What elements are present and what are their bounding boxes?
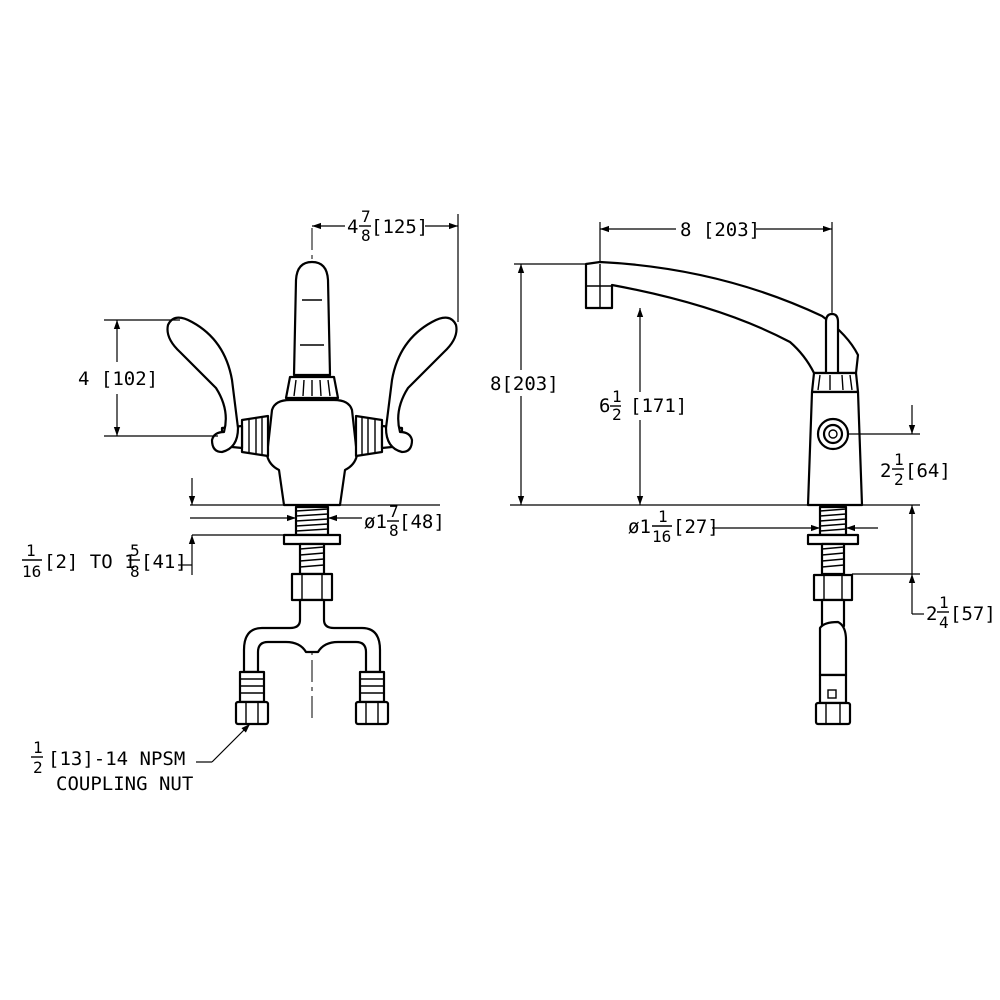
side-view: 8 [203] 8[203] 6 1 2 [171] 2 1 2 [64] ø1…: [490, 219, 996, 726]
side-valve-port-center: [828, 429, 838, 439]
cap-knurl: [293, 379, 331, 397]
side-supply-elbow: [818, 620, 848, 677]
right-inlet-tube: [358, 670, 386, 704]
center-lever-handle: [292, 260, 332, 377]
right-valve-bonnet: [354, 414, 384, 458]
width-dim-whole: 4: [347, 216, 358, 238]
valve-body: [265, 398, 359, 507]
shank-dia-den: 16: [652, 527, 671, 546]
side-coupling-nut: [814, 701, 852, 726]
hex-nut-facets: [301, 574, 323, 600]
nut-callout-num: 1: [33, 738, 43, 757]
left-wrist-blade-handle: [166, 316, 240, 454]
left-coupling-facets: [245, 702, 259, 724]
left-valve-bonnet: [240, 414, 270, 458]
spout-dim-mm: [171]: [630, 395, 687, 417]
width-dim-num: 7: [361, 207, 371, 226]
nut-dim-den: 4: [939, 613, 949, 632]
spout-dim-den: 2: [612, 405, 622, 424]
spout-dim-num: 1: [612, 387, 622, 406]
deck-num2: 5: [130, 541, 140, 560]
front-view: 4 7 8 [125] 4 [102] ø1 7 8 [48] 1 16 [2]…: [22, 207, 459, 795]
right-coupling-nut: [354, 700, 390, 726]
side-inlet-tube: [818, 673, 848, 705]
side-inlet-marker: [827, 689, 837, 699]
deck-den2: 8: [130, 562, 140, 581]
shank-dia-num: 1: [658, 507, 668, 526]
side-hex-lock-nut: [812, 573, 854, 602]
side-valve-port-inner: [822, 423, 844, 445]
side-shank-threads: [819, 508, 847, 532]
hex-lock-nut: [290, 572, 334, 602]
mounting-washer: [282, 533, 342, 546]
left-coupling-nut: [234, 700, 270, 726]
right-bonnet-knurl: [361, 417, 376, 456]
inlet-dim-den: 2: [894, 470, 904, 489]
left-bonnet-knurl: [248, 417, 263, 456]
shank-threads: [295, 508, 329, 532]
supply-manifold-tube: [242, 598, 382, 674]
inlet-dim-num: 1: [894, 450, 904, 469]
nut-callout-den: 2: [33, 758, 43, 777]
lever-detail: [300, 299, 324, 346]
swing-spout: [584, 260, 860, 375]
reach-dim: 8 [203]: [680, 219, 760, 241]
deck-mm1: [2] TO 1: [44, 551, 136, 573]
spout-dim-whole: 6: [599, 395, 610, 417]
nut-dim-mm: [57]: [950, 603, 996, 625]
stem-dia-prefix: ø1: [364, 511, 387, 533]
deck-num1: 1: [26, 541, 36, 560]
side-cap-knurl: [817, 374, 853, 391]
side-mounting-washer: [806, 533, 860, 546]
nut-callout-leader: [211, 723, 251, 763]
left-inlet-ribs: [240, 678, 264, 694]
side-coupling-facets: [825, 703, 841, 724]
stem-dia-mm: [48]: [399, 511, 445, 533]
nut-callout-line1: [13]-14 NPSM: [48, 748, 185, 770]
right-coupling-facets: [365, 702, 379, 724]
nut-callout-line2: COUPLING NUT: [56, 773, 193, 795]
nut-dim-whole: 2: [926, 603, 937, 625]
stem-dia-den: 8: [389, 521, 399, 540]
width-dim-mm: [125]: [371, 216, 428, 238]
lower-shank-threads: [299, 546, 325, 568]
deck-mm2: [41]: [141, 551, 187, 573]
shank-dia-mm: [27]: [673, 516, 719, 538]
nut-dim-num: 1: [939, 593, 949, 612]
handle-height-dim: 4 [102]: [78, 368, 158, 390]
width-dim-den: 8: [361, 226, 371, 245]
left-inlet-tube: [238, 670, 266, 704]
right-inlet-ribs: [360, 678, 384, 694]
inlet-dim-whole: 2: [880, 460, 891, 482]
deck-den1: 16: [22, 562, 41, 581]
shank-dia-prefix: ø1: [628, 516, 651, 538]
side-lower-threads: [821, 546, 845, 568]
height-dim: 8[203]: [490, 373, 559, 395]
right-wrist-blade-handle: [384, 316, 458, 454]
side-hex-facets: [823, 575, 843, 600]
stem-dia-num: 7: [389, 502, 399, 521]
inlet-dim-mm: [64]: [905, 460, 951, 482]
